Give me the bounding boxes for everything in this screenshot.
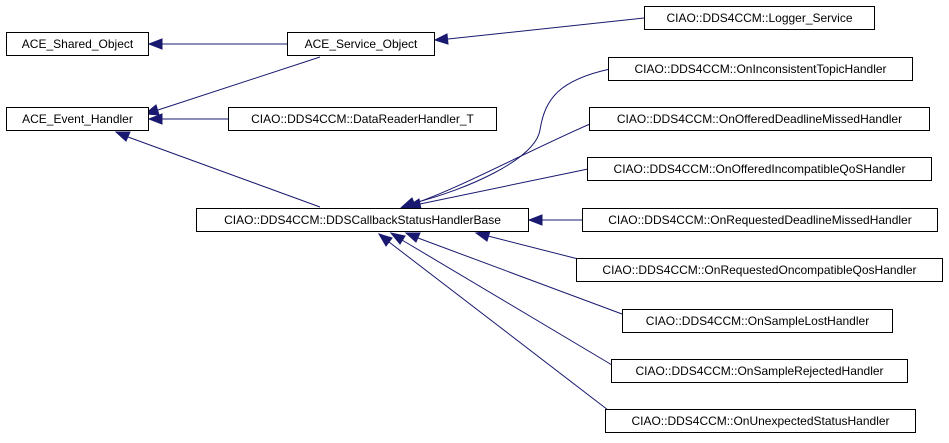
edge-requested-oncompatible-to-callback (487, 235, 591, 263)
arrowhead-icon (114, 131, 131, 142)
node-label: CIAO::DDS4CCM::OnInconsistentTopicHandle… (634, 62, 886, 76)
class-node-on-unexpected-status-handler[interactable]: CIAO::DDS4CCM::OnUnexpectedStatusHandler (605, 409, 916, 433)
node-label: CIAO::DDS4CCM::Logger_Service (666, 11, 852, 25)
class-node-on-inconsistent-topic-handler[interactable]: CIAO::DDS4CCM::OnInconsistentTopicHandle… (608, 57, 913, 81)
edge-inconsistent-to-callback (413, 68, 611, 204)
class-node-ace-shared-object[interactable]: ACE_Shared_Object (6, 32, 149, 56)
arrowhead-icon (527, 214, 543, 226)
class-node-on-sample-lost-handler[interactable]: CIAO::DDS4CCM::OnSampleLostHandler (622, 309, 893, 333)
nodes-layer: ACE_Shared_Object ACE_Service_Object CIA… (6, 6, 943, 433)
node-label: CIAO::DDS4CCM::OnOfferedDeadlineMissedHa… (617, 112, 902, 126)
arrowhead-icon (147, 113, 163, 125)
arrowhead-icon (147, 38, 163, 50)
node-label: CIAO::DDS4CCM::OnRequestedDeadlineMissed… (608, 213, 911, 227)
class-node-datareader-handler-t[interactable]: CIAO::DDS4CCM::DataReaderHandler_T (228, 107, 497, 131)
node-label: CIAO::DDS4CCM::OnRequestedOncompatibleQo… (602, 263, 916, 277)
node-label: ACE_Event_Handler (22, 112, 133, 126)
arrowhead-icon (389, 232, 406, 245)
node-label: ACE_Shared_Object (22, 37, 134, 51)
class-node-on-requested-deadline-missed-handler[interactable]: CIAO::DDS4CCM::OnRequestedDeadlineMissed… (582, 208, 938, 232)
node-label: CIAO::DDS4CCM::DDSCallbackStatusHandlerB… (224, 213, 501, 227)
edge-service-to-event-handler (157, 56, 321, 111)
arrowhead-icon (377, 233, 393, 247)
node-label: CIAO::DDS4CCM::OnOfferedIncompatibleQoSH… (614, 162, 906, 176)
class-node-on-sample-rejected-handler[interactable]: CIAO::DDS4CCM::OnSampleRejectedHandler (611, 359, 908, 383)
node-label: CIAO::DDS4CCM::OnSampleLostHandler (646, 314, 869, 328)
arrowhead-icon (433, 33, 449, 45)
node-label: CIAO::DDS4CCM::OnUnexpectedStatusHandler (631, 414, 889, 428)
class-node-on-offered-incompatible-qos-handler[interactable]: CIAO::DDS4CCM::OnOfferedIncompatibleQoSH… (587, 157, 932, 181)
class-node-on-offered-deadline-missed-handler[interactable]: CIAO::DDS4CCM::OnOfferedDeadlineMissedHa… (589, 107, 930, 131)
edge-callback-to-event-handler (127, 136, 321, 208)
arrowhead-icon (474, 230, 491, 242)
node-label: CIAO::DDS4CCM::DataReaderHandler_T (251, 112, 474, 126)
edge-offered-deadline-to-callback (412, 123, 591, 205)
edge-logger-to-service (447, 17, 645, 40)
class-node-logger-service[interactable]: CIAO::DDS4CCM::Logger_Service (644, 6, 875, 30)
class-node-ace-service-object[interactable]: ACE_Service_Object (287, 32, 435, 56)
edge-offered-incompatible-to-callback (419, 168, 589, 205)
edge-unexpected-to-callback (388, 241, 609, 411)
arrowhead-icon (404, 232, 421, 243)
node-label: CIAO::DDS4CCM::OnSampleRejectedHandler (635, 364, 883, 378)
class-node-dds-callback-status-handler-base[interactable]: CIAO::DDS4CCM::DDSCallbackStatusHandlerB… (196, 208, 529, 232)
node-label: ACE_Service_Object (305, 37, 418, 51)
class-node-ace-event-handler[interactable]: ACE_Event_Handler (6, 107, 149, 131)
edges-layer (114, 17, 645, 411)
edge-sample-lost-to-callback (417, 237, 623, 315)
class-node-on-requested-oncompatible-qos-handler[interactable]: CIAO::DDS4CCM::OnRequestedOncompatibleQo… (576, 258, 943, 282)
edge-sample-rejected-to-callback (401, 239, 613, 366)
